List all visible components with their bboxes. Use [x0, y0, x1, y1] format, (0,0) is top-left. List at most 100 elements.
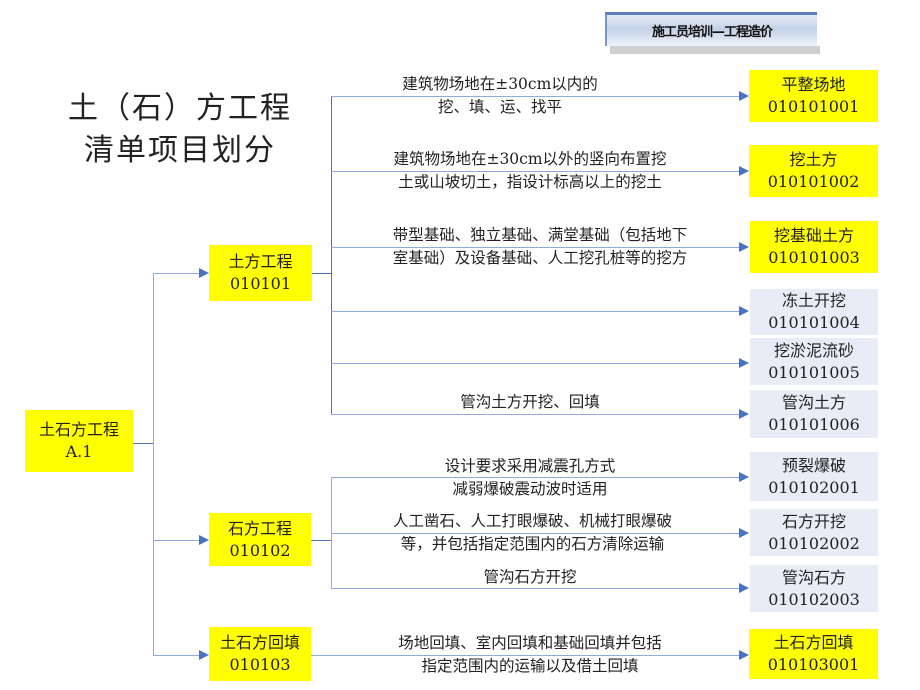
item-code: 010102002	[768, 533, 860, 553]
item-description: 带型基础、独立基础、满堂基础（包括地下 室基础）及设备基础、人工挖孔桩等的挖方	[345, 224, 735, 270]
connector-line	[331, 363, 739, 364]
desc-line: 指定范围内的运输以及借土回填	[421, 657, 639, 675]
connector-line	[133, 443, 153, 444]
item-code: 010102001	[768, 477, 860, 497]
arrow-icon	[739, 650, 749, 660]
desc-line: 等，并包括指定范围内的石方清除运输	[400, 535, 665, 553]
item-code: 010101006	[768, 415, 860, 434]
desc-line: 室基础）及设备基础、人工挖孔桩等的挖方	[392, 249, 688, 267]
connector-line	[153, 540, 199, 541]
arrow-icon	[739, 306, 749, 316]
item-silt-sand: 挖淤泥流砂 010101005	[750, 338, 878, 385]
connector-line	[331, 96, 739, 97]
title-line-1: 土（石）方工程	[68, 91, 292, 126]
item-trench-rock: 管沟石方 010102003	[750, 565, 878, 612]
node-backfill: 土石方回填 010103	[209, 627, 311, 681]
connector-line	[331, 533, 739, 534]
item-description: 人工凿石、人工打眼爆破、机械打眼爆破 等，并包括指定范围内的石方清除运输	[345, 510, 720, 556]
item-description: 建筑物场地在±30cm以内的 挖、填、运、找平	[340, 73, 660, 119]
item-code: 010102003	[768, 589, 860, 609]
root-code: A.1	[65, 442, 93, 461]
item-presplit-blasting: 预裂爆破 010102001	[750, 452, 878, 501]
item-name: 石方开挖	[781, 511, 846, 531]
connector-line	[311, 655, 739, 656]
node-earthwork: 土方工程 010101	[209, 245, 312, 301]
connector-line	[153, 273, 199, 274]
connector-line	[331, 477, 739, 478]
connector-line	[153, 655, 199, 656]
node-code: 010102	[229, 540, 291, 560]
arrow-icon	[739, 91, 749, 101]
desc-line: 人工凿石、人工打眼爆破、机械打眼爆破	[392, 512, 672, 530]
arrow-icon	[199, 650, 209, 660]
item-name: 平整场地	[781, 75, 846, 94]
item-code: 010101001	[767, 97, 860, 116]
item-excavate-earth: 挖土方 010101002	[749, 145, 878, 197]
connector-line	[331, 247, 739, 248]
item-name: 冻土开挖	[781, 291, 846, 310]
connector-line	[312, 273, 331, 274]
header-banner: 施工员培训—工程造价	[605, 12, 817, 46]
item-name: 管沟石方	[781, 567, 846, 587]
desc-line: 带型基础、独立基础、满堂基础（包括地下	[392, 226, 688, 244]
connector-line	[311, 540, 331, 541]
item-code: 010101004	[768, 313, 860, 332]
desc-line: 管沟石方开挖	[483, 568, 577, 586]
desc-line: 场地回填、室内回填和基础回填并包括	[398, 634, 662, 652]
node-rockwork: 石方工程 010102	[209, 513, 311, 566]
connector-line	[153, 273, 154, 656]
node-code: 010101	[229, 274, 292, 293]
node-code: 010103	[229, 655, 291, 674]
root-node: 土石方工程 A.1	[25, 410, 133, 472]
connector-line	[331, 588, 739, 589]
root-name: 土石方工程	[38, 420, 119, 439]
item-code: 010101002	[767, 172, 860, 191]
desc-line: 设计要求采用减震孔方式	[444, 457, 616, 475]
arrow-icon	[199, 535, 209, 545]
arrow-icon	[739, 242, 749, 252]
desc-line: 管沟土方开挖、回填	[460, 393, 600, 411]
connector-line	[331, 96, 332, 415]
item-description: 管沟石方开挖	[345, 566, 715, 589]
item-description: 场地回填、室内回填和基础回填并包括 指定范围内的运输以及借土回填	[345, 632, 715, 678]
arrow-icon	[739, 409, 749, 419]
item-code: 010101003	[768, 248, 860, 267]
item-rock-excavation: 石方开挖 010102002	[750, 509, 878, 556]
item-name: 挖土方	[789, 150, 838, 169]
desc-line: 挖、填、运、找平	[437, 98, 562, 116]
arrow-icon	[739, 166, 749, 176]
desc-line: 建筑物场地在±30cm以内的	[402, 75, 598, 93]
item-site-leveling: 平整场地 010101001	[749, 70, 878, 122]
item-description: 建筑物场地在±30cm以外的竖向布置挖 土或山坡切土，指设计标高以上的挖土	[340, 148, 720, 194]
arrow-icon	[739, 472, 749, 482]
connector-line	[331, 171, 739, 172]
arrow-icon	[739, 528, 749, 538]
item-description: 管沟土方开挖、回填	[340, 391, 720, 414]
title-line-2: 清单项目划分	[84, 133, 276, 168]
item-code: 010101005	[768, 362, 860, 382]
arrow-icon	[739, 583, 749, 593]
node-name: 土方工程	[228, 252, 293, 271]
item-trench-earth: 管沟土方 010101006	[750, 390, 878, 438]
item-name: 预裂爆破	[781, 455, 846, 475]
item-name: 管沟土方	[781, 393, 846, 412]
node-name: 石方工程	[227, 518, 292, 538]
desc-line: 土或山坡切土，指设计标高以上的挖土	[398, 173, 662, 191]
item-name: 土石方回填	[773, 633, 854, 652]
connector-line	[331, 414, 739, 415]
item-earth-rock-backfill: 土石方回填 010103001	[749, 629, 878, 679]
desc-line: 减弱爆破震动波时适用	[452, 480, 608, 498]
item-name: 挖基础土方	[773, 226, 854, 245]
arrow-icon	[739, 358, 749, 368]
item-name: 挖淤泥流砂	[773, 340, 854, 360]
item-frozen-soil: 冻土开挖 010101004	[750, 289, 878, 335]
item-description: 设计要求采用减震孔方式 减弱爆破震动波时适用	[345, 455, 715, 501]
page-title: 土（石）方工程 清单项目划分	[50, 88, 310, 172]
node-name: 土石方回填	[219, 633, 300, 652]
desc-line: 建筑物场地在±30cm以外的竖向布置挖	[393, 150, 667, 168]
banner-shadow	[610, 46, 820, 54]
item-foundation-earth: 挖基础土方 010101003	[750, 221, 878, 273]
arrow-icon	[199, 268, 209, 278]
item-code: 010103001	[767, 655, 860, 674]
connector-line	[331, 311, 739, 312]
